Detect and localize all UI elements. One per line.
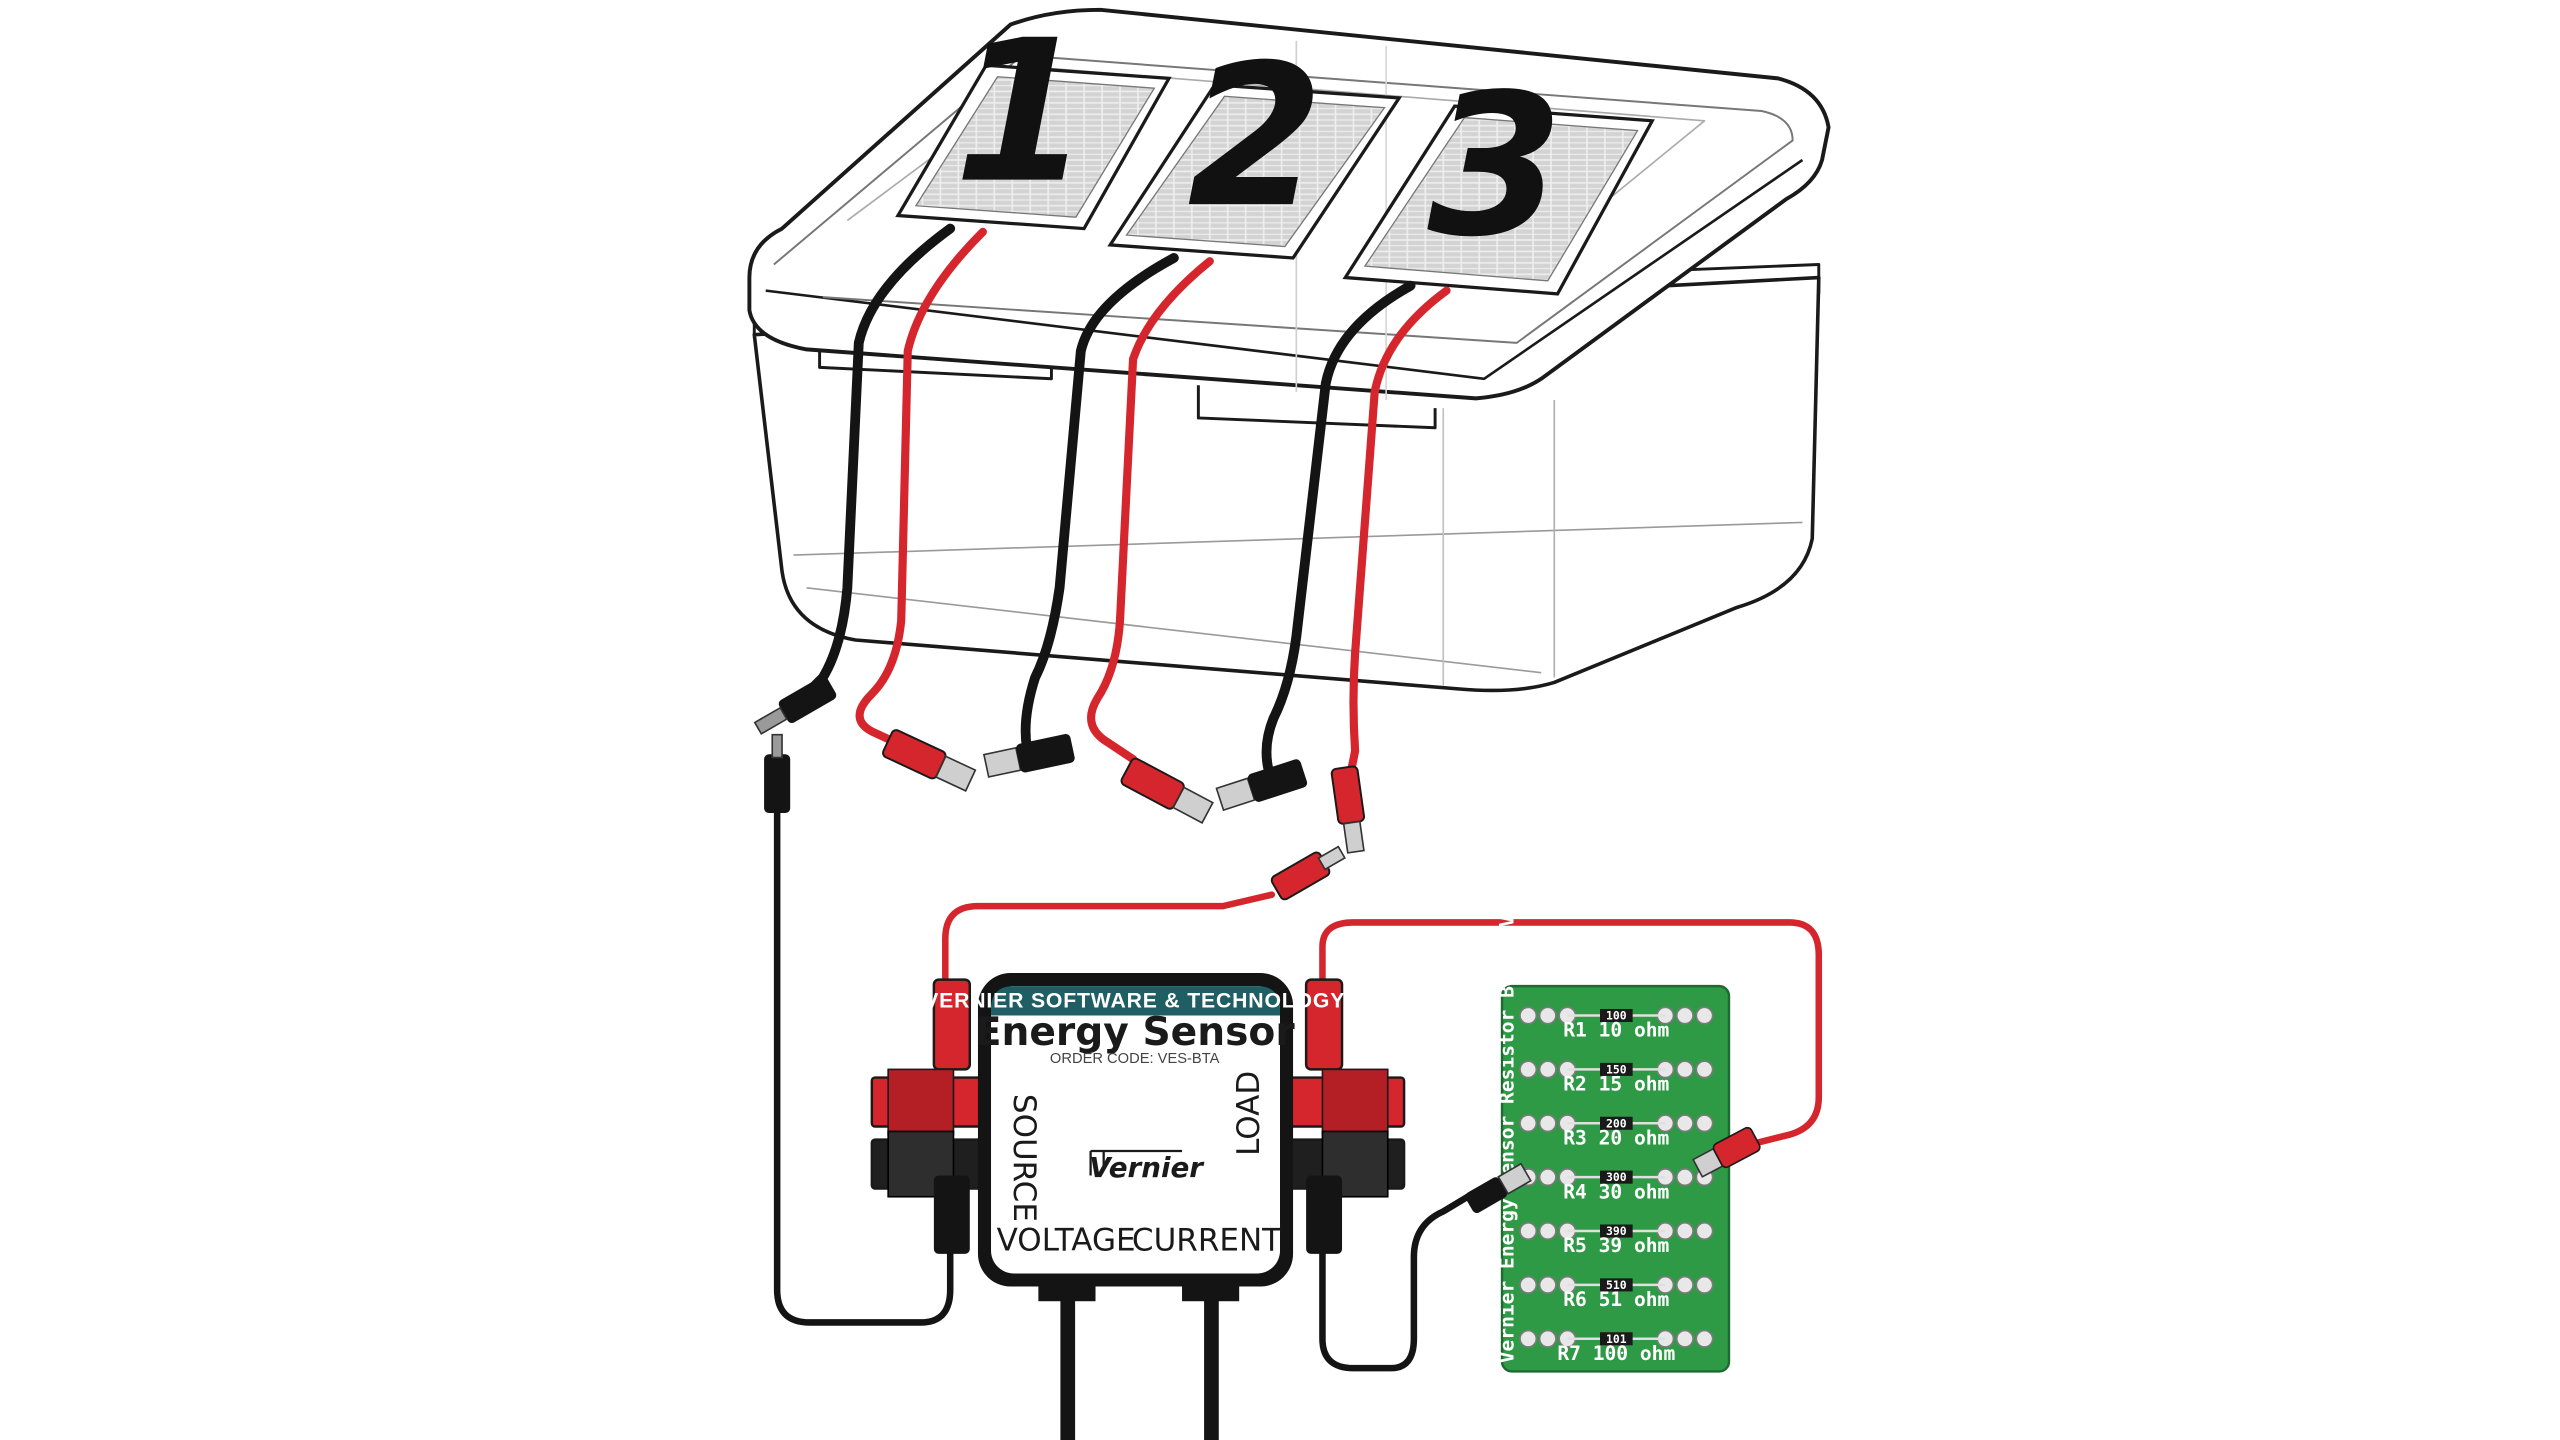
caliper-icon [1089,1149,1183,1176]
voltage-label: VOLTAGE [997,1223,1136,1259]
sensor-title: Energy Sensor [975,1010,1296,1055]
source-label: SOURCE [1006,1094,1042,1222]
solar-panel-3: 3 [1342,52,1655,296]
sensor-wires [773,809,1823,1440]
panel-3-number: 3 [1427,52,1563,280]
resistor-label: R1 10 ohm [1563,1019,1669,1042]
resistor-label: R2 15 ohm [1563,1073,1669,1096]
resistor-label: R5 39 ohm [1563,1234,1669,1257]
resistor-board: Vernier Energy Sensor Resistor Board VES… [1465,856,1761,1373]
solar-panel-2: 2 [1107,23,1403,260]
resistor-code: 101 [1606,1332,1627,1346]
panel-2-number: 2 [1187,23,1323,251]
resistor-board-title: Vernier Energy Sensor Resistor Board VES… [1495,856,1518,1363]
resistor-code: 150 [1606,1062,1627,1076]
energy-sensor: VERNIER SOFTWARE & TECHNOLOGY Energy Sen… [870,973,1406,1302]
load-label: LOAD [1231,1071,1267,1156]
resistor-code: 100 [1606,1009,1627,1023]
solar-panel-1: 1 [895,0,1172,231]
current-label: CURRENT [1132,1223,1282,1259]
resistor-label: R6 51 ohm [1563,1288,1669,1311]
vernier-brand: Vernier [1089,1151,1205,1184]
source-terminals [870,978,988,1254]
resistor-label: R3 20 ohm [1563,1126,1669,1149]
board-clip-black [1465,1162,1532,1214]
resistor-code: 300 [1606,1170,1627,1184]
sensor-header: VERNIER SOFTWARE & TECHNOLOGY [924,989,1345,1012]
resistor-code: 200 [1606,1116,1627,1130]
resistor-code: 390 [1606,1224,1627,1238]
sensor-order-code: ORDER CODE: VES-BTA [1050,1051,1220,1067]
panel-1-number: 1 [954,0,1090,227]
load-terminals [1288,978,1406,1254]
resistor-code: 510 [1606,1278,1627,1292]
resistor-label: R7 100 ohm [1557,1342,1675,1365]
clip-connectors [753,676,1366,901]
panel-leads [801,223,1451,786]
resistor-label: R4 30 ohm [1563,1180,1669,1203]
board-clip-red [1692,1126,1761,1178]
